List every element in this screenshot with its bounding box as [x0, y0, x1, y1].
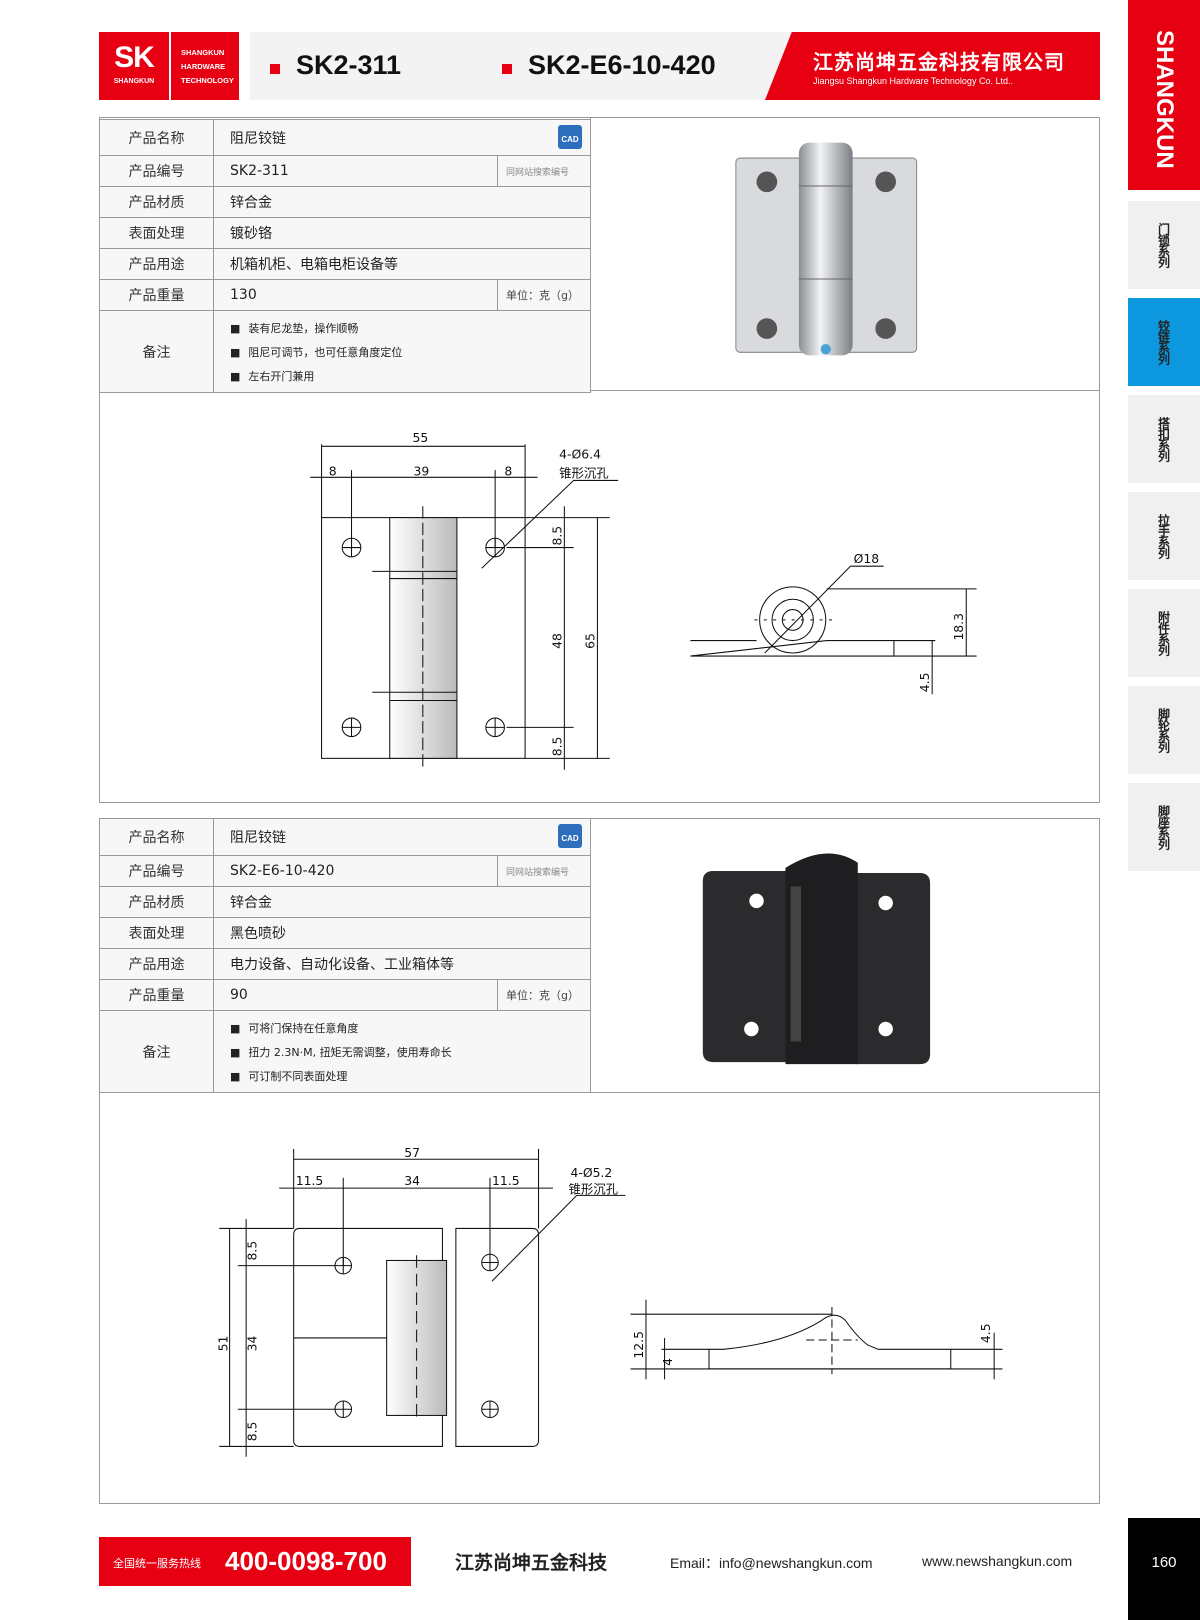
search-hint: 同网站搜索编号 [497, 155, 591, 187]
sidebar-item-locks[interactable]: 门锁系列 [1128, 201, 1200, 289]
sidebar-item-handles[interactable]: 拉手系列 [1128, 492, 1200, 580]
footer-email[interactable]: Email：info@newshangkun.com [670, 1555, 873, 1571]
sidebar-item-accessories[interactable]: 附件系列 [1128, 589, 1200, 677]
sidebar-item-label: 拉手系列 [1156, 514, 1171, 558]
label: 产品重量 [99, 279, 214, 311]
note-item: 装有尼龙垫，操作顺畅 [230, 320, 590, 336]
label: 表面处理 [99, 917, 214, 949]
value-material: 锌合金 [213, 886, 591, 918]
divider [590, 117, 591, 390]
divider [99, 1092, 1100, 1093]
value-surface: 黑色喷砂 [213, 917, 591, 949]
product-section-2 [99, 818, 1100, 1504]
label: 产品名称 [99, 119, 214, 156]
logo-mark: SK [114, 41, 155, 74]
logo-line: TECHNOLOGY [181, 76, 234, 85]
label: 备注 [99, 1010, 214, 1093]
label: 产品编号 [99, 855, 214, 887]
value-surface: 镀砂铬 [213, 217, 591, 249]
model-title: SK2-E6-10-420 [528, 50, 716, 80]
label: 备注 [99, 310, 214, 393]
note-item: 可将门保持在任意角度 [230, 1020, 590, 1036]
sidebar-item-hinges[interactable]: 铰链系列 [1128, 298, 1200, 386]
bullet-icon [502, 64, 512, 74]
value-usage: 电力设备、自动化设备、工业箱体等 [213, 948, 591, 980]
cad-download-icon[interactable]: CAD [558, 824, 582, 848]
cad-download-icon[interactable]: CAD [558, 125, 582, 149]
bullet-icon [270, 64, 280, 74]
unit-label: 单位：克（g） [497, 279, 591, 311]
sidebar-item-label: 脚座系列 [1156, 805, 1171, 849]
footer-website[interactable]: www.newshangkun.com [922, 1553, 1073, 1569]
value-usage: 机箱机柜、电箱电柜设备等 [213, 248, 591, 280]
label: 产品材质 [99, 186, 214, 218]
footer-company: 江苏尚坤五金科技 [455, 1552, 608, 1574]
sidebar-item-label: 附件系列 [1156, 611, 1171, 655]
sidebar-item-casters[interactable]: 脚轮系列 [1128, 686, 1200, 774]
logo-sub: SHANGKUN [113, 78, 155, 85]
page-number: 160 [1128, 1518, 1200, 1620]
sidebar-item-label: 铰链系列 [1156, 320, 1171, 364]
company-cn: 江苏尚坤五金科技有限公司 [813, 50, 1065, 74]
value-material: 锌合金 [213, 186, 591, 218]
sidebar-item-label: 门锁系列 [1156, 223, 1171, 267]
sidebar-item-label: 搭扣系列 [1156, 417, 1171, 461]
note-item: 左右开门兼用 [230, 368, 590, 384]
divider [590, 818, 591, 1092]
note-item: 可订制不同表面处理 [230, 1068, 590, 1084]
divider [99, 390, 1100, 391]
hotline-number[interactable]: 400-0098-700 [225, 1546, 387, 1576]
note-item: 阻尼可调节，也可任意角度定位 [230, 344, 590, 360]
value-weight: 90 [213, 979, 498, 1011]
unit-label: 单位：克（g） [497, 979, 591, 1011]
sidebar-brand: SHANGKUN [1128, 0, 1200, 190]
label: 产品用途 [99, 948, 214, 980]
product-section-1 [99, 117, 1100, 803]
sidebar-item-hasps[interactable]: 搭扣系列 [1128, 395, 1200, 483]
logo-text: SHANGKUN HARDWARE TECHNOLOGY [171, 32, 239, 100]
model-bar [250, 32, 810, 100]
logo-line: HARDWARE [181, 62, 226, 71]
hotline-banner: 全国统一服务热线 400-0098-700 [99, 1537, 411, 1586]
logo-line: SHANGKUN [181, 48, 225, 57]
logo: SK SHANGKUN [99, 32, 169, 100]
value-weight: 130 [213, 279, 498, 311]
hotline-label: 全国统一服务热线 [113, 1557, 201, 1570]
value-name: 阻尼铰链 [230, 130, 286, 147]
label: 产品材质 [99, 886, 214, 918]
search-hint: 同网站搜索编号 [497, 855, 591, 887]
value-name: 阻尼铰链 [230, 830, 286, 846]
label: 产品编号 [99, 155, 214, 187]
company-en: Jiangsu Shangkun Hardware Technology Co.… [813, 76, 1013, 86]
value-code: SK2-E6-10-420 [213, 855, 498, 887]
label: 产品用途 [99, 248, 214, 280]
sidebar-item-label: 脚轮系列 [1156, 708, 1171, 752]
brand-text: SHANGKUN [1151, 30, 1178, 169]
label: 表面处理 [99, 217, 214, 249]
sidebar-item-feet[interactable]: 脚座系列 [1128, 783, 1200, 871]
company-banner: 江苏尚坤五金科技有限公司 Jiangsu Shangkun Hardware T… [765, 32, 1100, 100]
note-item: 扭力 2.3N·M, 扭矩无需调整，使用寿命长 [230, 1044, 590, 1060]
label: 产品重量 [99, 979, 214, 1011]
value-code: SK2-311 [213, 155, 498, 187]
model-title: SK2-311 [296, 50, 402, 80]
label: 产品名称 [99, 818, 214, 856]
